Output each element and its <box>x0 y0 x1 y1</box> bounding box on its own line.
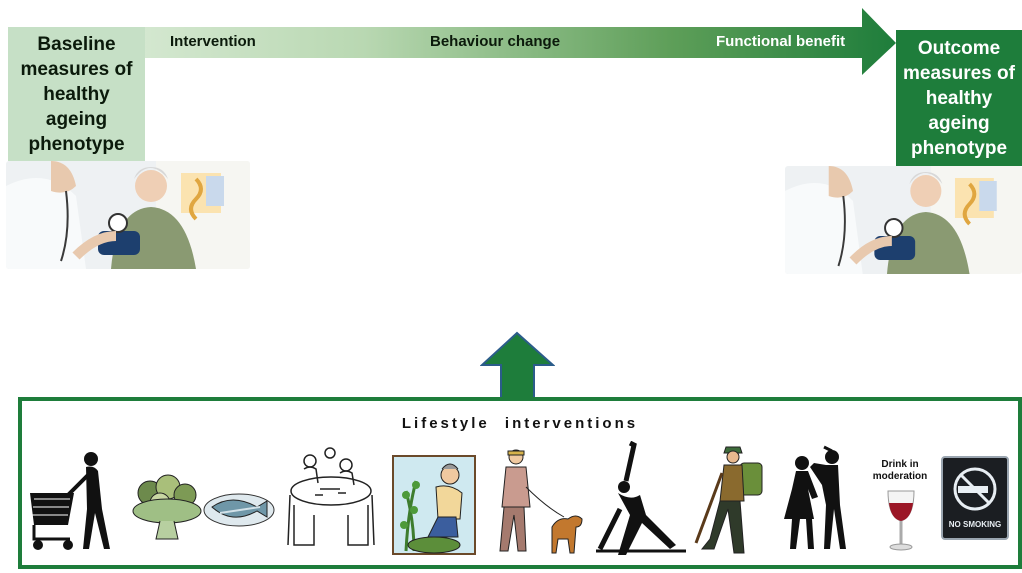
lifestyle-interventions-panel: Lifestyle interventions <box>18 397 1022 569</box>
stage-behaviour-change-label: Behaviour change <box>430 33 561 50</box>
shopping-cart-icon <box>28 449 134 553</box>
stretching-icon <box>596 441 686 555</box>
up-arrow-icon <box>480 331 555 399</box>
drink-in-moderation-caption: Drink in moderation <box>872 459 928 482</box>
dancing-icon <box>774 445 858 555</box>
lifestyle-title: Lifestyle interventions <box>401 415 639 432</box>
flow-arrow <box>8 8 896 75</box>
stage-intervention-label: Intervention <box>170 33 256 50</box>
no-smoking-text: NO SMOKING <box>949 520 1001 529</box>
dog-walking-icon <box>492 447 588 555</box>
family-dinner-icon <box>280 445 382 555</box>
blood-pressure-photo-baseline <box>6 161 250 269</box>
blood-pressure-photo-outcome <box>785 166 1022 274</box>
stage-functional-benefit-label: Functional benefit <box>716 33 846 50</box>
fish-platter-icon <box>202 485 276 531</box>
wine-glass-icon <box>884 489 918 553</box>
outcome-box: Outcome measures of healthy ageing pheno… <box>896 30 1022 166</box>
baseline-label: Baseline measures of healthy ageing phen… <box>20 33 133 155</box>
no-smoking-sign-icon: NO SMOKING <box>940 455 1010 541</box>
fruit-bowl-icon <box>130 471 204 547</box>
outcome-label: Outcome measures of healthy ageing pheno… <box>903 37 1015 159</box>
gardening-icon <box>392 455 476 555</box>
hiking-icon <box>692 443 772 555</box>
baseline-box: Baseline measures of healthy ageing phen… <box>8 27 145 161</box>
